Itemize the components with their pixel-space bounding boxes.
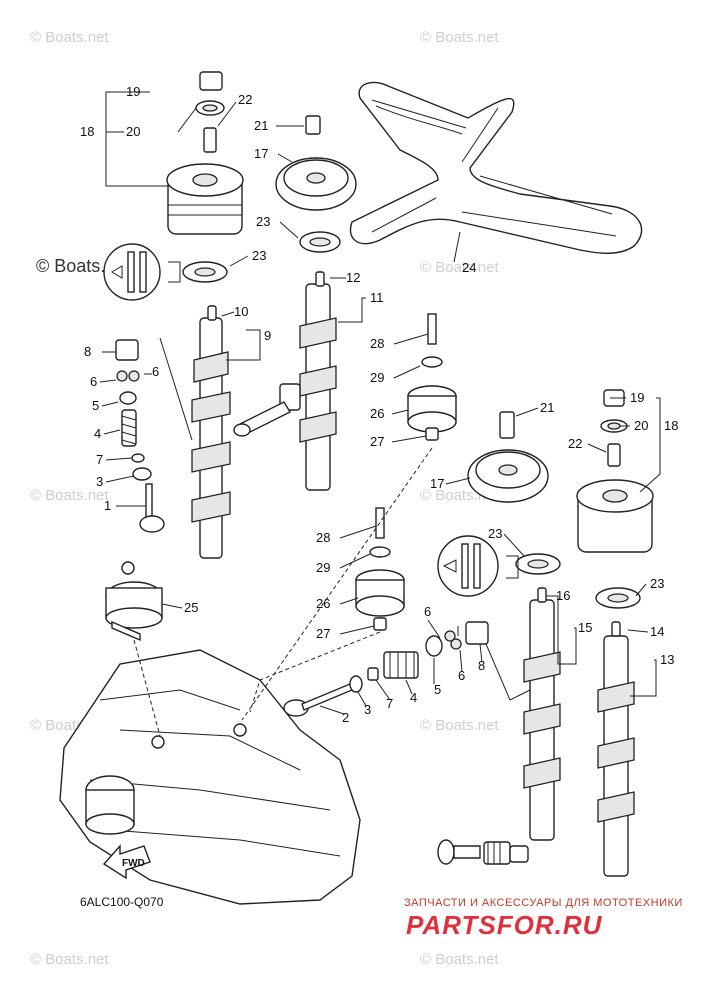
center-sprocket xyxy=(275,115,357,253)
camshaft-seal xyxy=(194,267,216,277)
assembly-lines xyxy=(133,337,531,737)
callout-label: 17 xyxy=(254,146,268,161)
callout-label: 7 xyxy=(96,452,103,467)
callout-label: 3 xyxy=(364,702,371,717)
callout-label: 19 xyxy=(126,84,140,99)
callout-label: 20 xyxy=(126,124,140,139)
callout-label: 3 xyxy=(96,474,103,489)
callout-label: 26 xyxy=(316,596,330,611)
callout-label: 28 xyxy=(370,336,384,351)
watermark-text: © Boats.net xyxy=(420,29,499,46)
fwd-label: FWD xyxy=(122,858,145,869)
callout-label: 24 xyxy=(462,260,476,275)
watermark-text: © Boats.net xyxy=(30,487,109,504)
lower-valve-train xyxy=(283,621,489,717)
callout-label: 29 xyxy=(316,560,330,575)
watermark-text: © Boats.net xyxy=(420,951,499,968)
left-camshaft xyxy=(191,305,231,559)
leader-lines xyxy=(99,91,661,715)
callout-label: 15 xyxy=(578,620,592,635)
callout-label: 18 xyxy=(664,418,678,433)
watermark-text: © Boats.net xyxy=(420,717,499,734)
inset-right xyxy=(437,535,519,597)
timing-belt xyxy=(349,81,643,254)
callout-label: 22 xyxy=(238,92,252,107)
callout-label: 11 xyxy=(370,290,384,305)
watermark-text: © Boats.net xyxy=(420,259,499,276)
callout-label: 10 xyxy=(234,304,248,319)
banner-logo: PARTSFOR.RU xyxy=(406,910,603,940)
idler-pulley-lower xyxy=(355,507,405,631)
watermark-text: © Boats.net xyxy=(30,29,109,46)
right-vct-sprocket xyxy=(576,389,654,609)
lower-right-valve xyxy=(437,839,529,865)
callout-label: 6 xyxy=(424,604,431,619)
callout-label: 18 xyxy=(80,124,94,139)
callout-label: 5 xyxy=(92,398,99,413)
right-sprocket xyxy=(467,411,561,575)
callout-label: 6 xyxy=(458,668,465,683)
callout-label: 5 xyxy=(434,682,441,697)
callout-label: 8 xyxy=(478,658,485,673)
callout-numbers: 19 20 18 22 21 17 23 23 24 12 11 10 9 8 … xyxy=(80,84,678,725)
watermark-text: © Boats.net xyxy=(30,951,109,968)
callout-label: 21 xyxy=(254,118,268,133)
inset-left xyxy=(103,243,181,301)
belt-tensioner xyxy=(105,561,163,642)
idler-pulley-upper xyxy=(407,313,457,441)
callout-label: 23 xyxy=(488,526,502,541)
callout-label: 16 xyxy=(556,588,570,603)
right-camshafts xyxy=(523,587,635,877)
diagram-code: 6ALC100-Q070 xyxy=(80,895,164,909)
callout-label: 13 xyxy=(660,652,674,667)
callout-label: 4 xyxy=(94,426,101,441)
callout-label: 6 xyxy=(152,364,159,379)
callout-label: 8 xyxy=(84,344,91,359)
callout-label: 27 xyxy=(370,434,384,449)
callout-label: 9 xyxy=(264,328,271,343)
callout-label: 6 xyxy=(90,374,97,389)
callout-label: 25 xyxy=(184,600,198,615)
callout-label: 20 xyxy=(634,418,648,433)
callout-label: 27 xyxy=(316,626,330,641)
left-vct-sprocket xyxy=(166,71,244,235)
center-camshaft xyxy=(299,271,337,491)
cylinder-head xyxy=(59,649,361,905)
banner-subtitle: ЗАПЧАСТИ И АКСЕССУАРЫ ДЛЯ МОТОТЕХНИКИ xyxy=(404,897,683,909)
fwd-arrow: FWD xyxy=(102,844,151,880)
left-valve-train xyxy=(115,339,165,533)
callout-label: 26 xyxy=(370,406,384,421)
valve-lifter-group xyxy=(233,383,301,437)
callout-label: 17 xyxy=(430,476,444,491)
callout-label: 4 xyxy=(410,690,417,705)
callout-label: 14 xyxy=(650,624,664,639)
callout-label: 7 xyxy=(386,696,393,711)
callout-label: 1 xyxy=(104,498,111,513)
callout-label: 29 xyxy=(370,370,384,385)
callout-label: 21 xyxy=(540,400,554,415)
callout-label: 23 xyxy=(252,248,266,263)
callout-label: 23 xyxy=(256,214,270,229)
callout-label: 12 xyxy=(346,270,360,285)
callout-label: 19 xyxy=(630,390,644,405)
callout-label: 2 xyxy=(342,710,349,725)
callout-label: 28 xyxy=(316,530,330,545)
shop-banner: ЗАПЧАСТИ И АКСЕССУАРЫ ДЛЯ МОТОТЕХНИКИ PA… xyxy=(404,897,683,940)
callout-label: 23 xyxy=(650,576,664,591)
callout-label: 22 xyxy=(568,436,582,451)
